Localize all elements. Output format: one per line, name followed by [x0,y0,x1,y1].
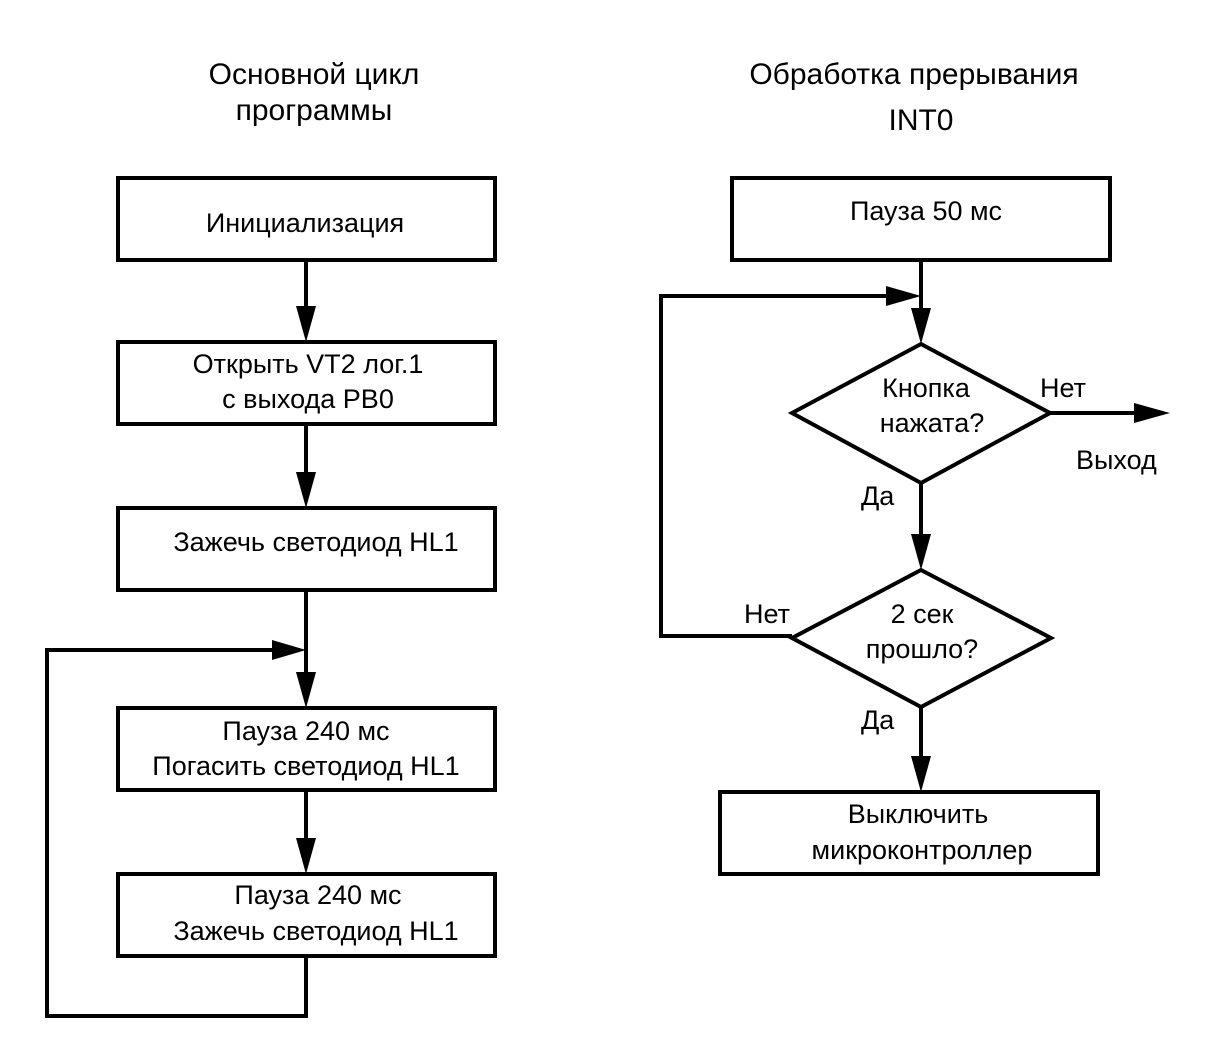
exit-label: Выход [1076,445,1157,475]
pause-on-block [116,872,497,958]
arrowhead [886,286,921,306]
button-pressed-text-2: нажата? [880,408,985,438]
open-vt2-text-1: Открыть VT2 лог.1 [193,349,424,379]
d2-no-label: Нет [744,599,790,629]
pause-50ms-block [730,176,1112,262]
arrowhead [272,640,306,660]
left-flow: Основной цикл программы Инициализация От… [45,58,497,1018]
pause-off-text-1: Пауза 240 мс [222,716,389,746]
d1-no-label: Нет [1040,373,1086,403]
arrowhead [911,756,931,792]
right-title-line-2: INT0 [888,104,953,137]
arrowhead [911,534,931,570]
d2-yes-label: Да [861,705,895,735]
loop-back-line-right [659,294,894,638]
arrowhead [296,838,316,874]
arrowhead [296,672,316,708]
right-title-line-1: Обработка прерывания [749,58,1078,91]
open-vt2-block [116,340,497,426]
arrowhead [296,306,316,342]
open-vt2-text-2: с выхода PB0 [222,384,394,414]
shutdown-block [718,790,1100,876]
arrowhead [1134,403,1170,423]
left-title-line-1: Основной цикл [209,58,420,91]
right-flow: Обработка прерывания INT0 Пауза 50 мс Кн… [659,58,1170,876]
init-block [116,176,497,262]
pause-on-text-2: Зажечь светодиод HL1 [173,916,458,946]
light-led-block [116,506,497,592]
left-title-line-2: программы [236,94,393,127]
shutdown-text-2: микроконтроллер [812,835,1033,865]
light-led-text: Зажечь светодиод HL1 [173,527,458,557]
two-seconds-text-2: прошло? [866,634,978,664]
init-block-text: Инициализация [206,208,404,238]
pause-off-text-2: Погасить светодиод HL1 [152,751,459,781]
arrowhead [296,472,316,508]
d1-yes-label: Да [861,481,895,511]
arrowhead [911,308,931,344]
pause-on-text-1: Пауза 240 мс [234,880,401,910]
button-pressed-text-1: Кнопка [882,373,971,403]
shutdown-text-1: Выключить [848,799,989,829]
two-seconds-text-1: 2 сек [891,599,954,629]
pause-50ms-text: Пауза 50 мс [850,196,1002,226]
loop-back-line [45,648,308,1018]
